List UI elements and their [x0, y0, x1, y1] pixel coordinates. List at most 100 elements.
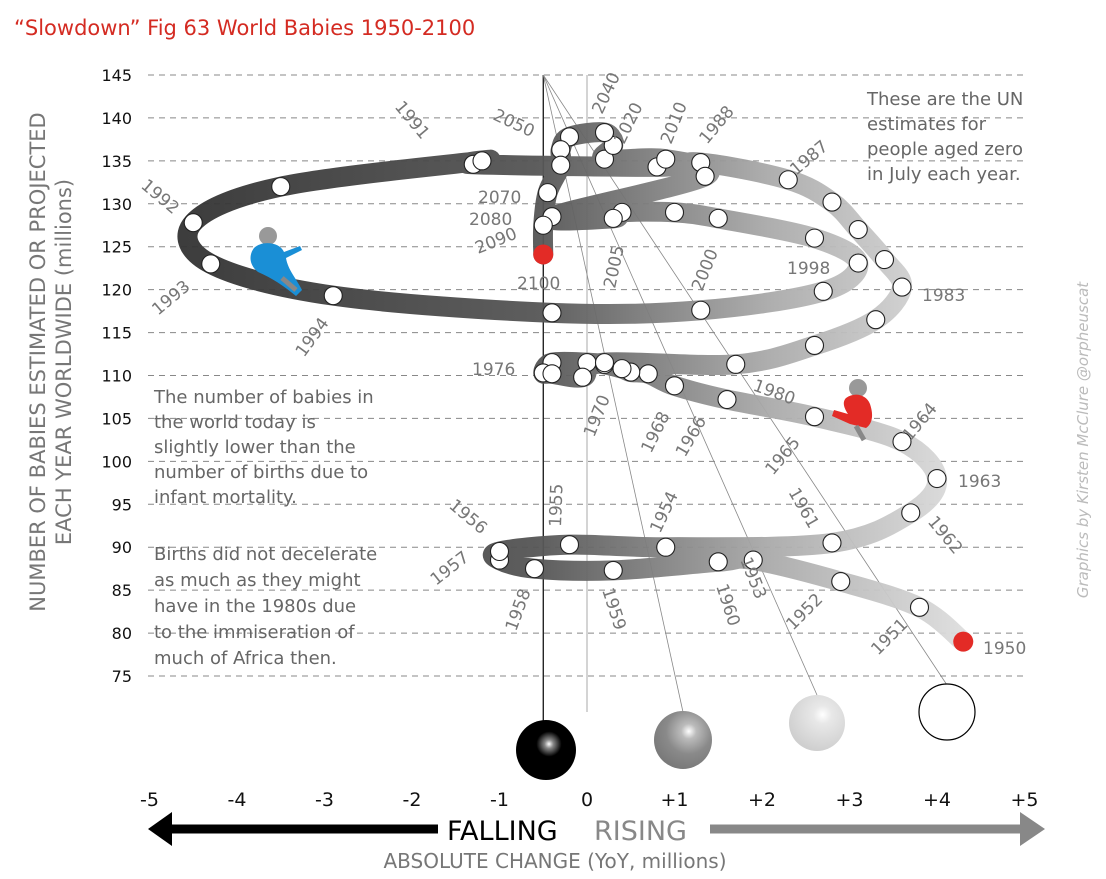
year-label-2005: 2005	[600, 244, 629, 290]
annotation-left-2-line: to the immiseration of	[154, 622, 355, 643]
y-tick-label: 95	[112, 495, 132, 514]
x-tick-label: +4	[923, 789, 951, 811]
data-point-1951	[909, 597, 930, 617]
ball-white-icon	[918, 683, 976, 741]
data-point-1983	[892, 277, 912, 297]
annotation-top-right-line: in July each year.	[867, 164, 1021, 185]
data-point-1962	[901, 503, 921, 523]
rising-arrow-head-icon	[1020, 812, 1045, 846]
figure-red-baby	[832, 379, 873, 442]
x-tick-label: -2	[403, 789, 422, 811]
year-label-1960: 1960	[711, 581, 743, 628]
data-point-1964	[892, 432, 912, 452]
data-point-1966	[717, 389, 737, 410]
year-label-1955: 1955	[546, 483, 567, 527]
data-point-1985	[848, 219, 868, 240]
falling-arrow-head-icon	[148, 812, 172, 846]
data-point-2000	[804, 228, 825, 248]
annotation-left-1-line: the world today is	[154, 412, 316, 433]
data-point-1987	[778, 170, 798, 190]
y-tick-label: 120	[101, 281, 132, 300]
data-point-1995	[323, 286, 343, 306]
year-label-1957: 1957	[427, 548, 473, 590]
annotation-top-right-line: estimates for	[867, 114, 987, 135]
figure-blue-baby	[250, 227, 302, 296]
year-label-2000: 2000	[688, 246, 723, 294]
x-tick-label: 0	[581, 789, 593, 811]
x-tick-label: +3	[835, 789, 863, 811]
y-axis-label-line2: EACH YEAR WORLDWIDE (millions)	[52, 179, 76, 545]
data-point-1981	[804, 335, 825, 356]
data-point-1953	[743, 550, 763, 570]
y-tick-label: 130	[101, 195, 132, 214]
data-point-2010	[695, 166, 715, 186]
annotation-left-2-line: have in the 1980s due	[154, 596, 356, 617]
y-tick-label: 75	[112, 667, 132, 686]
data-point-1956	[489, 541, 510, 562]
year-label-1965: 1965	[762, 433, 805, 479]
year-label-2010: 2010	[657, 99, 692, 147]
year-label-1976: 1976	[472, 360, 515, 380]
year-label-1956: 1956	[445, 496, 491, 539]
data-point-1977	[542, 364, 562, 384]
data-point-2002	[664, 202, 685, 222]
y-axis-label: NUMBER OF BABIES ESTIMATED OR PROJECTED …	[26, 112, 76, 611]
data-point-1980	[726, 354, 746, 374]
data-point-1961	[822, 533, 842, 553]
x-tick-label: +5	[1010, 789, 1038, 811]
x-tick-label: -5	[140, 789, 159, 811]
annotation-left-1: The number of babies in the world today i…	[153, 387, 374, 508]
data-point-2020	[656, 149, 676, 169]
falling-label: FALLING	[447, 816, 558, 847]
data-point-2025	[594, 149, 615, 169]
data-point-2040	[594, 122, 615, 143]
y-tick-label: 110	[101, 367, 132, 386]
annotation-left-2-line: as much as they might	[154, 570, 361, 591]
data-point-1978	[573, 367, 593, 387]
data-point-1954	[656, 537, 676, 557]
leader-line	[542, 74, 684, 713]
data-point-1999	[848, 253, 868, 273]
data-point-1970	[638, 364, 658, 384]
y-tick-label: 80	[112, 624, 132, 643]
annotation-left-1-line: number of births due to	[154, 462, 368, 483]
year-label-1964: 1964	[899, 399, 942, 445]
data-point-1997	[691, 300, 711, 320]
y-tick-label: 85	[112, 581, 132, 600]
data-point-1996	[542, 303, 562, 323]
year-label-1968: 1968	[638, 409, 675, 457]
year-label-2050: 2050	[490, 105, 538, 141]
annotation-left-1-line: The number of babies in	[153, 387, 374, 408]
y-axis-label-line1: NUMBER OF BABIES ESTIMATED OR PROJECTED	[26, 112, 50, 611]
data-point-2070	[538, 183, 558, 203]
data-point-2060	[551, 155, 571, 175]
year-label-1959: 1959	[597, 585, 629, 632]
year-label-1998: 1998	[787, 259, 830, 279]
year-label-1991: 1991	[390, 97, 433, 143]
data-point-2080	[533, 215, 553, 235]
year-label-1970: 1970	[580, 392, 615, 440]
data-point-1998	[813, 281, 833, 301]
y-tick-label: 145	[101, 66, 132, 85]
data-point-1984	[874, 250, 895, 270]
year-label-2040: 2040	[588, 69, 624, 117]
year-label-1958: 1958	[502, 586, 536, 633]
annotation-top-right-line: people aged zero	[867, 139, 1023, 160]
x-tick-label: -1	[490, 789, 509, 811]
data-point-1993	[183, 213, 203, 233]
data-points	[183, 122, 974, 652]
year-label-1950: 1950	[983, 639, 1026, 659]
data-point-1958	[524, 559, 545, 579]
year-label-1993: 1993	[148, 277, 194, 320]
data-point-1979	[594, 353, 615, 373]
data-point-1955	[559, 535, 580, 555]
x-tick-label: +1	[660, 789, 688, 811]
year-label-1983: 1983	[922, 286, 965, 306]
direction-arrows: FALLING RISING	[148, 812, 1045, 847]
year-label-1963: 1963	[958, 472, 1001, 492]
